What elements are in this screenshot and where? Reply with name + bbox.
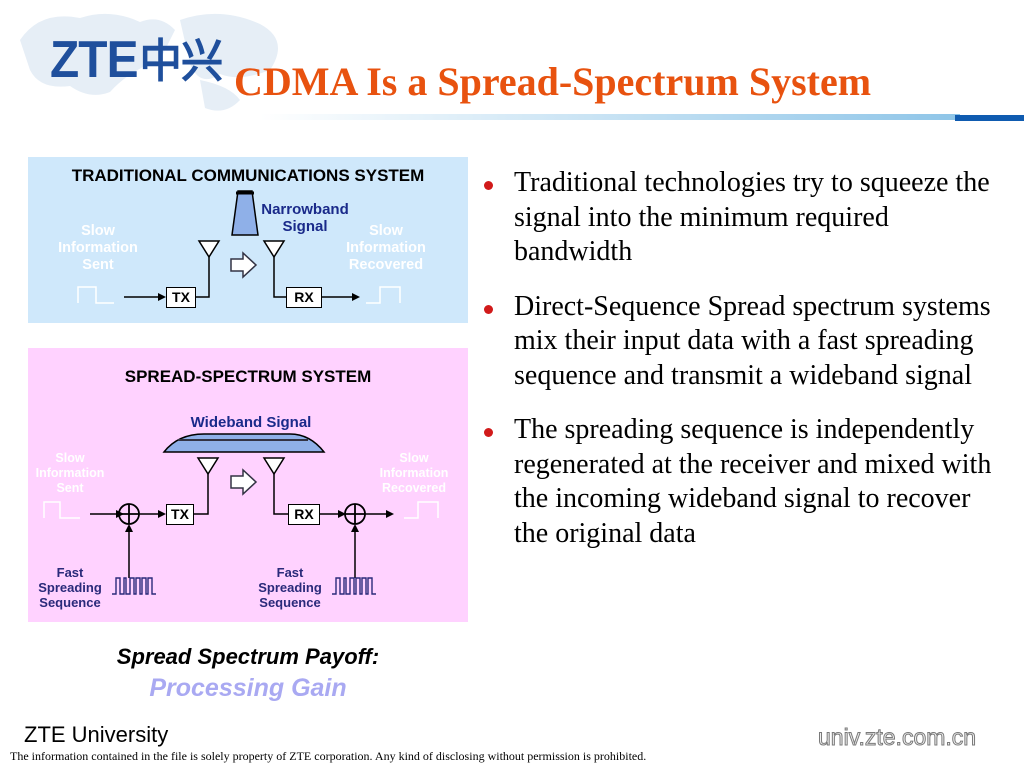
transmission-arrow-icon [230,468,258,496]
left-fast-spreading-sequence-label: Fast Spreading Sequence [38,565,102,610]
slow-information-recovered-label: Slow Information Recovered [346,223,426,273]
output-pulse-icon [404,501,439,519]
bullet-item: The spreading sequence is independently … [484,413,1004,551]
tx-box: TX [166,504,194,525]
title-underline [260,114,960,120]
bullet-dot-icon [484,428,493,437]
spread-spectrum-panel: SPREAD-SPECTRUM SYSTEM [28,348,468,622]
title-underline-accent [955,115,1024,121]
tx-box: TX [166,287,196,308]
output-pulse-icon [366,286,401,304]
transmission-arrow-icon [230,251,258,279]
narrowband-signal-shape [231,190,259,236]
footer-disclaimer: The information contained in the file is… [10,749,647,763]
bullet-list: Traditional technologies try to squeeze … [484,166,1004,571]
input-pulse-icon [77,286,114,304]
world-map-watermark [20,13,278,111]
bullet-dot-icon [484,304,493,314]
slide-title: CDMA Is a Spread-Spectrum System [234,59,872,104]
rx-antenna-icon [262,457,286,476]
spread-panel-title: SPREAD-SPECTRUM SYSTEM [124,367,372,386]
narrowband-signal-label: Narrowband Signal [261,201,349,235]
footer-university: ZTE University [24,722,169,747]
bullet-dot-icon [484,181,493,190]
right-fast-spreading-sequence-label: Fast Spreading Sequence [258,565,322,610]
right-mixer-icon [344,503,366,525]
slow-information-sent-label: Slow Information Sent [58,223,138,273]
traditional-panel-title: TRADITIONAL COMMUNICATIONS SYSTEM [71,166,425,185]
zte-logo: ZTE中兴 [50,31,223,89]
wideband-signal-label: Wideband Signal [190,414,312,431]
rx-box: RX [288,504,320,525]
slow-information-recovered-label: Slow Information Recovered [379,451,449,495]
bullet-item: Direct-Sequence Spread spectrum systems … [484,290,1004,394]
bullet-item: Traditional technologies try to squeeze … [484,166,1004,270]
traditional-system-panel: TRADITIONAL COMMUNICATIONS SYSTEM TX RX … [28,157,468,323]
slow-information-sent-label: Slow Information Sent [35,451,105,495]
wideband-signal-shape [162,433,326,453]
traditional-diagram [77,190,401,304]
left-spreading-sequence-icon [112,577,156,595]
tx-antenna-icon [197,240,221,259]
footer-url: univ.zte.com.cn [817,724,977,751]
rx-antenna-icon [262,240,286,259]
input-pulse-icon [43,501,80,519]
spread-diagram [43,433,439,595]
payoff-heading: Spread Spectrum Payoff: [116,644,380,669]
left-mixer-icon [118,503,140,525]
tx-antenna-icon [196,457,220,476]
processing-gain-text: Processing Gain [149,674,347,702]
rx-box: RX [286,287,322,308]
right-spreading-sequence-icon [332,577,376,595]
